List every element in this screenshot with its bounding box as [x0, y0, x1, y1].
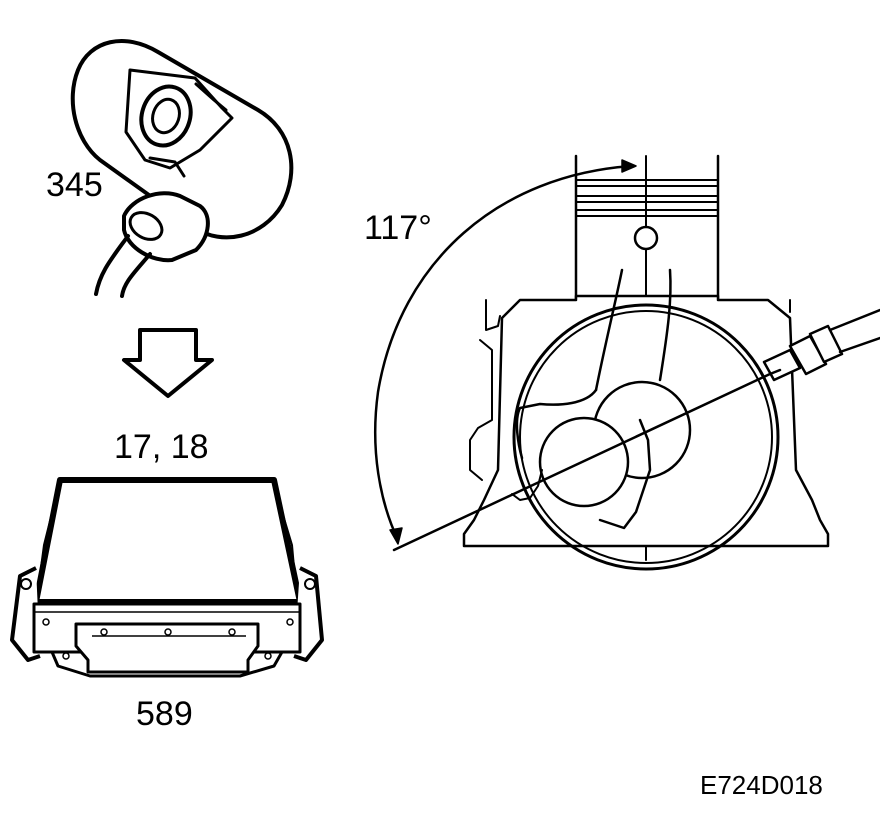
- control-module-icon: [10, 477, 324, 678]
- figure-id-label: E724D018: [700, 770, 823, 800]
- angle-label: 117°: [364, 209, 432, 247]
- engine-cross-section-icon: [373, 154, 880, 571]
- down-arrow-icon: [122, 328, 214, 398]
- ecu-connector-label: 589: [136, 695, 193, 733]
- sensor-number-label: 345: [46, 166, 103, 204]
- ecu-pins-label: 17, 18: [114, 428, 209, 466]
- sensor-icon: [70, 39, 294, 298]
